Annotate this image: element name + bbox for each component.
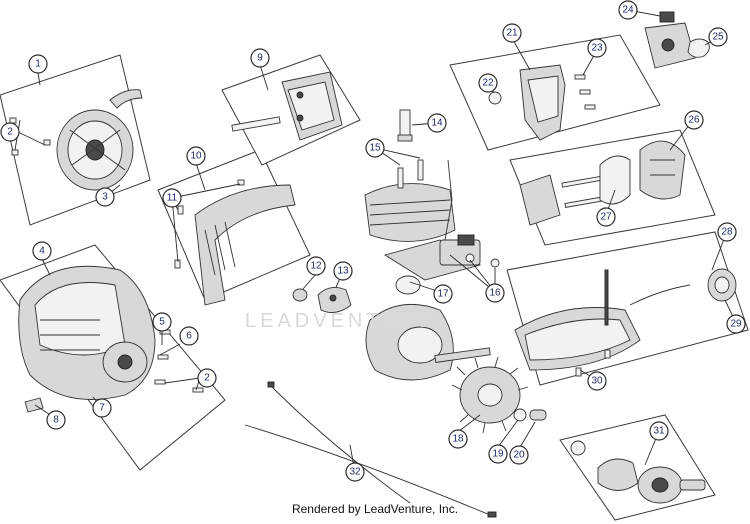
callout-21: 21 <box>502 23 522 43</box>
svg-text:23: 23 <box>591 43 603 54</box>
svg-text:31: 31 <box>653 426 665 437</box>
callout-23: 23 <box>587 38 607 58</box>
callout-19: 19 <box>488 444 508 464</box>
svg-text:1: 1 <box>35 59 41 70</box>
svg-text:2: 2 <box>204 373 210 384</box>
svg-text:20: 20 <box>513 450 525 461</box>
cylinder-cover <box>231 71 343 141</box>
svg-text:17: 17 <box>437 289 449 300</box>
svg-text:4: 4 <box>39 246 45 257</box>
svg-text:21: 21 <box>506 28 518 39</box>
callout-28: 28 <box>717 222 737 242</box>
watermark-text: LEADVENTURE <box>245 310 437 332</box>
callout-2b: 2 <box>197 368 217 388</box>
callout-7: 7 <box>92 398 112 418</box>
callout-10: 10 <box>186 146 206 166</box>
callout-31: 31 <box>649 421 669 441</box>
svg-text:15: 15 <box>369 143 381 154</box>
fuel-tank <box>514 268 737 377</box>
cylinder-assembly <box>364 109 491 381</box>
callout-6: 6 <box>179 326 199 346</box>
render-credit: Rendered by LeadVenture, Inc. <box>291 502 459 516</box>
svg-text:29: 29 <box>730 319 742 330</box>
svg-text:6: 6 <box>186 331 192 342</box>
callout-30: 30 <box>587 371 607 391</box>
callout-14: 14 <box>427 113 447 133</box>
air-filter-cover <box>488 64 596 141</box>
callout-3: 3 <box>95 187 115 207</box>
callout-27: 27 <box>596 207 616 227</box>
callout-11: 11 <box>162 188 182 208</box>
svg-text:3: 3 <box>102 192 108 203</box>
svg-text:19: 19 <box>492 449 504 460</box>
callout-24: 24 <box>618 0 638 20</box>
callout-20: 20 <box>509 445 529 465</box>
callout-12: 12 <box>306 256 326 276</box>
svg-text:13: 13 <box>337 266 349 277</box>
svg-text:30: 30 <box>591 376 603 387</box>
callout-4: 4 <box>32 241 52 261</box>
recoil-starter-assembly <box>9 89 143 191</box>
svg-text:7: 7 <box>99 403 105 414</box>
svg-text:2: 2 <box>7 127 13 138</box>
svg-text:26: 26 <box>688 115 700 126</box>
air-filter <box>519 140 686 226</box>
callout-16: 16 <box>485 283 505 303</box>
throttle-cable <box>244 381 497 518</box>
clutch-assembly <box>570 440 706 504</box>
svg-text:27: 27 <box>600 212 612 223</box>
callout-22: 22 <box>478 73 498 93</box>
callout-5: 5 <box>152 312 172 332</box>
flywheel <box>451 356 547 434</box>
carburetor <box>439 159 500 268</box>
carburetor-top <box>644 11 710 69</box>
svg-text:32: 32 <box>349 467 361 478</box>
svg-text:9: 9 <box>257 53 263 64</box>
svg-text:16: 16 <box>489 288 501 299</box>
callout-15: 15 <box>365 138 385 158</box>
callout-9: 9 <box>250 48 270 68</box>
callout-17: 17 <box>433 284 453 304</box>
callout-26: 26 <box>684 110 704 130</box>
callout-8: 8 <box>46 410 66 430</box>
callout-32: 32 <box>345 462 365 482</box>
svg-text:28: 28 <box>721 227 733 238</box>
svg-text:8: 8 <box>53 415 59 426</box>
svg-text:24: 24 <box>622 5 634 16</box>
svg-text:11: 11 <box>167 193 178 204</box>
engine-shroud <box>174 179 296 306</box>
callout-25: 25 <box>708 27 728 47</box>
svg-text:25: 25 <box>712 32 724 43</box>
svg-text:10: 10 <box>190 151 202 162</box>
callout-18: 18 <box>448 429 468 449</box>
callout-13: 13 <box>333 261 353 281</box>
svg-text:12: 12 <box>310 261 322 272</box>
callout-2: 2 <box>0 122 20 142</box>
callout-29: 29 <box>726 314 746 334</box>
intake-spacer <box>292 286 352 314</box>
engine-housing <box>18 265 204 413</box>
callout-1: 1 <box>28 54 48 74</box>
svg-text:18: 18 <box>452 434 464 445</box>
svg-text:5: 5 <box>159 317 165 328</box>
svg-text:14: 14 <box>431 118 443 129</box>
svg-text:22: 22 <box>482 78 494 89</box>
